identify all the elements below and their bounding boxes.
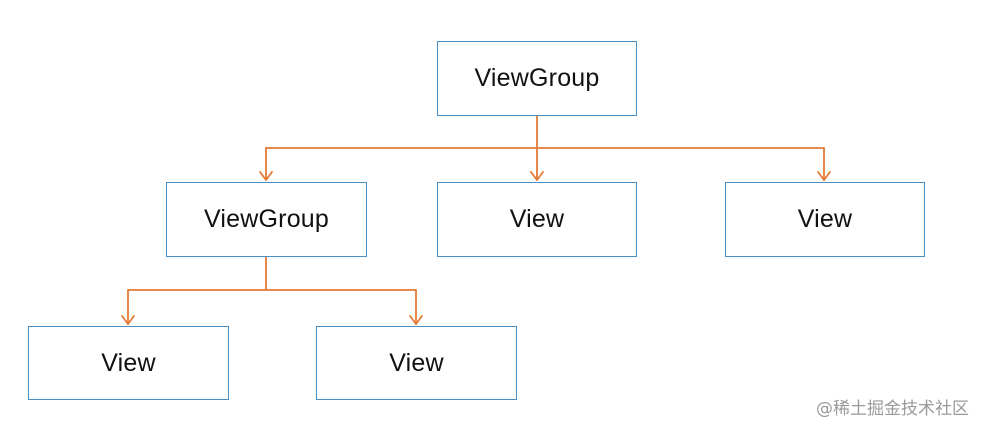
grandchild-view-left-label: View bbox=[101, 348, 156, 377]
child-viewgroup-node: ViewGroup bbox=[166, 182, 367, 257]
arrowhead-grandchild-left bbox=[121, 315, 135, 325]
grandchild-view-right-node: View bbox=[316, 326, 517, 400]
child-view-right-label: View bbox=[797, 205, 853, 233]
grandchild-view-right-label: View bbox=[389, 348, 444, 377]
source-watermark: @稀土掘金技术社区 bbox=[816, 399, 969, 419]
root-viewgroup-label: ViewGroup bbox=[474, 64, 600, 92]
arrowhead-grandchild-right bbox=[409, 315, 423, 325]
arrowhead-child-view-right bbox=[817, 171, 831, 181]
child-view-middle-label: View bbox=[509, 205, 565, 233]
grandchild-view-left-node: View bbox=[28, 326, 229, 400]
child-viewgroup-label: ViewGroup bbox=[203, 205, 330, 233]
child-view-middle-node: View bbox=[437, 182, 637, 257]
arrowhead-child-view-middle bbox=[530, 171, 544, 181]
arrowhead-child-group bbox=[259, 171, 273, 181]
child-view-right-node: View bbox=[725, 182, 925, 257]
root-viewgroup-node: ViewGroup bbox=[437, 41, 637, 116]
